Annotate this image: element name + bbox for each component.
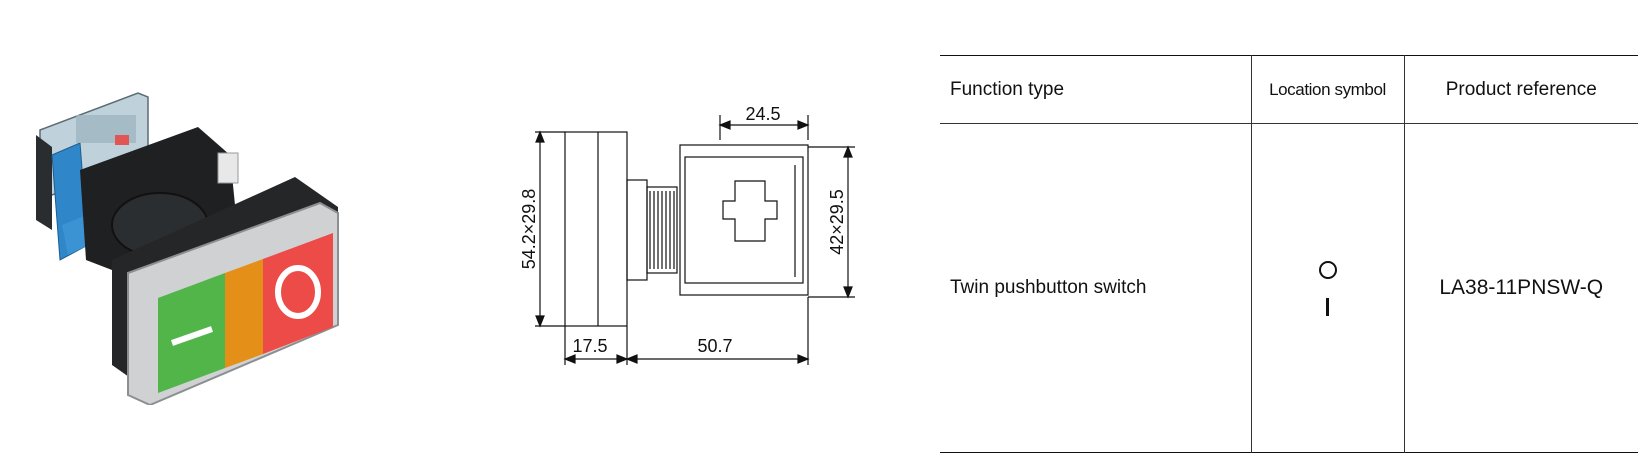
button-red [263,233,333,354]
contact-block-side [36,135,52,230]
button-green-line-mark [171,326,213,346]
spec-table: Function type Location symbol Product re… [940,55,1638,453]
table-row: Twin pushbutton switch LA38-11PNSW-Q [940,123,1638,453]
drawing-thread [646,186,678,274]
line-symbol-icon [1326,297,1329,316]
housing-latch [217,152,239,184]
header-product-reference: Product reference [1403,55,1638,124]
dim-top-width: 24.5 [745,104,780,124]
cell-function-type: Twin pushbutton switch [950,277,1147,298]
cell-product-reference: LA38-11PNSW-Q [1403,123,1638,453]
product-photo [36,92,339,405]
cell-location-symbol [1250,123,1404,453]
drawing-neck [626,179,648,281]
table-header-row: Function type Location symbol Product re… [940,55,1638,124]
drawing-bezel [564,131,628,327]
button-red-circle-mark [275,265,321,319]
contact-red-part [115,135,129,145]
header-location-symbol: Location symbol [1250,55,1404,124]
circle-symbol-icon [1318,260,1337,279]
dimension-drawing: 24.5 54.2×29.8 42×29.5 17.5 50.7 [519,104,855,365]
dim-bezel-size: 54.2×29.8 [519,189,539,270]
button-amber [225,259,263,368]
header-function-type: Function type [950,78,1065,100]
dim-body-size: 42×29.5 [827,189,847,255]
dim-bezel-depth: 17.5 [572,336,607,356]
drawing-contact-block [679,144,809,296]
dim-body-length: 50.7 [697,336,732,356]
